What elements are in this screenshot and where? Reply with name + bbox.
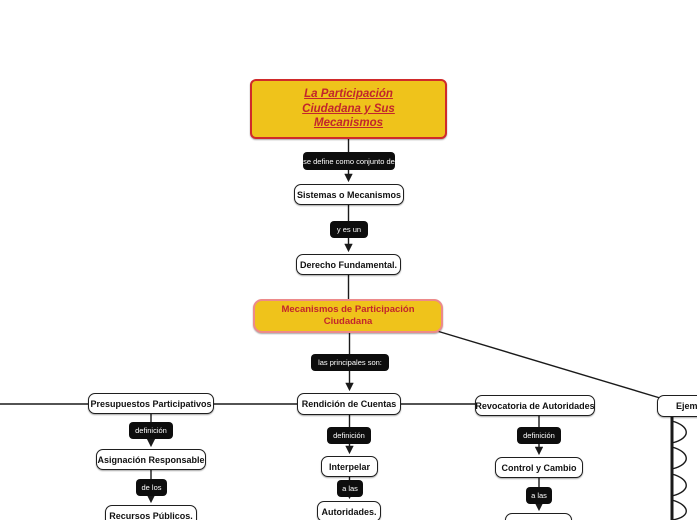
link-mecanismos-to-ejemplos — [436, 330, 661, 399]
connector-label-se-define[interactable]: se define como conjunto de — [303, 152, 395, 170]
connector-label-las-principales[interactable]: las principales son: — [311, 354, 389, 371]
node-presupuestos[interactable]: Presupuestos Participativos — [88, 393, 214, 414]
title-text: La Participación Ciudadana y Sus Mecanis… — [302, 88, 395, 130]
node-autoridades[interactable]: Autoridades. — [317, 501, 381, 520]
link-ejemplos-branch-1 — [671, 420, 687, 444]
node-control[interactable]: Control y Cambio — [495, 457, 583, 478]
connector-label-y-es-un[interactable]: y es un — [330, 221, 368, 238]
node-revocatoria[interactable]: Revocatoria de Autoridades — [475, 395, 595, 416]
connector-label-definicion-presupuestos[interactable]: definición — [129, 422, 173, 439]
node-derecho[interactable]: Derecho Fundamental. — [296, 254, 401, 275]
node-revocatoria-result[interactable] — [505, 513, 572, 520]
node-recursos[interactable]: Recursos Públicos. — [105, 505, 197, 520]
mecanismos-text: Mecanismos de Participación Ciudadana — [281, 303, 415, 327]
node-ejemplos[interactable]: Ejemplos — [657, 395, 697, 417]
connector-label-definicion-rendicion[interactable]: definición — [327, 427, 371, 444]
connector-label-definicion-revocatoria[interactable]: definición — [517, 427, 561, 444]
node-asignacion[interactable]: Asignación Responsable — [96, 449, 206, 470]
connector-label-a-las-rendicion[interactable]: a las — [337, 480, 363, 497]
connector-label-a-las-revocatoria[interactable]: a las — [526, 487, 552, 504]
link-ejemplos-branch-2 — [671, 446, 687, 470]
node-title[interactable]: La Participación Ciudadana y Sus Mecanis… — [250, 79, 447, 139]
node-rendicion[interactable]: Rendición de Cuentas — [297, 393, 401, 415]
node-sistemas[interactable]: Sistemas o Mecanismos — [294, 184, 404, 205]
node-mecanismos[interactable]: Mecanismos de Participación Ciudadana — [253, 299, 443, 333]
node-interpelar[interactable]: Interpelar — [321, 456, 378, 477]
link-ejemplos-branch-3 — [671, 473, 687, 497]
link-ejemplos-branch-4 — [671, 499, 687, 520]
connector-label-de-los[interactable]: de los — [136, 479, 167, 496]
